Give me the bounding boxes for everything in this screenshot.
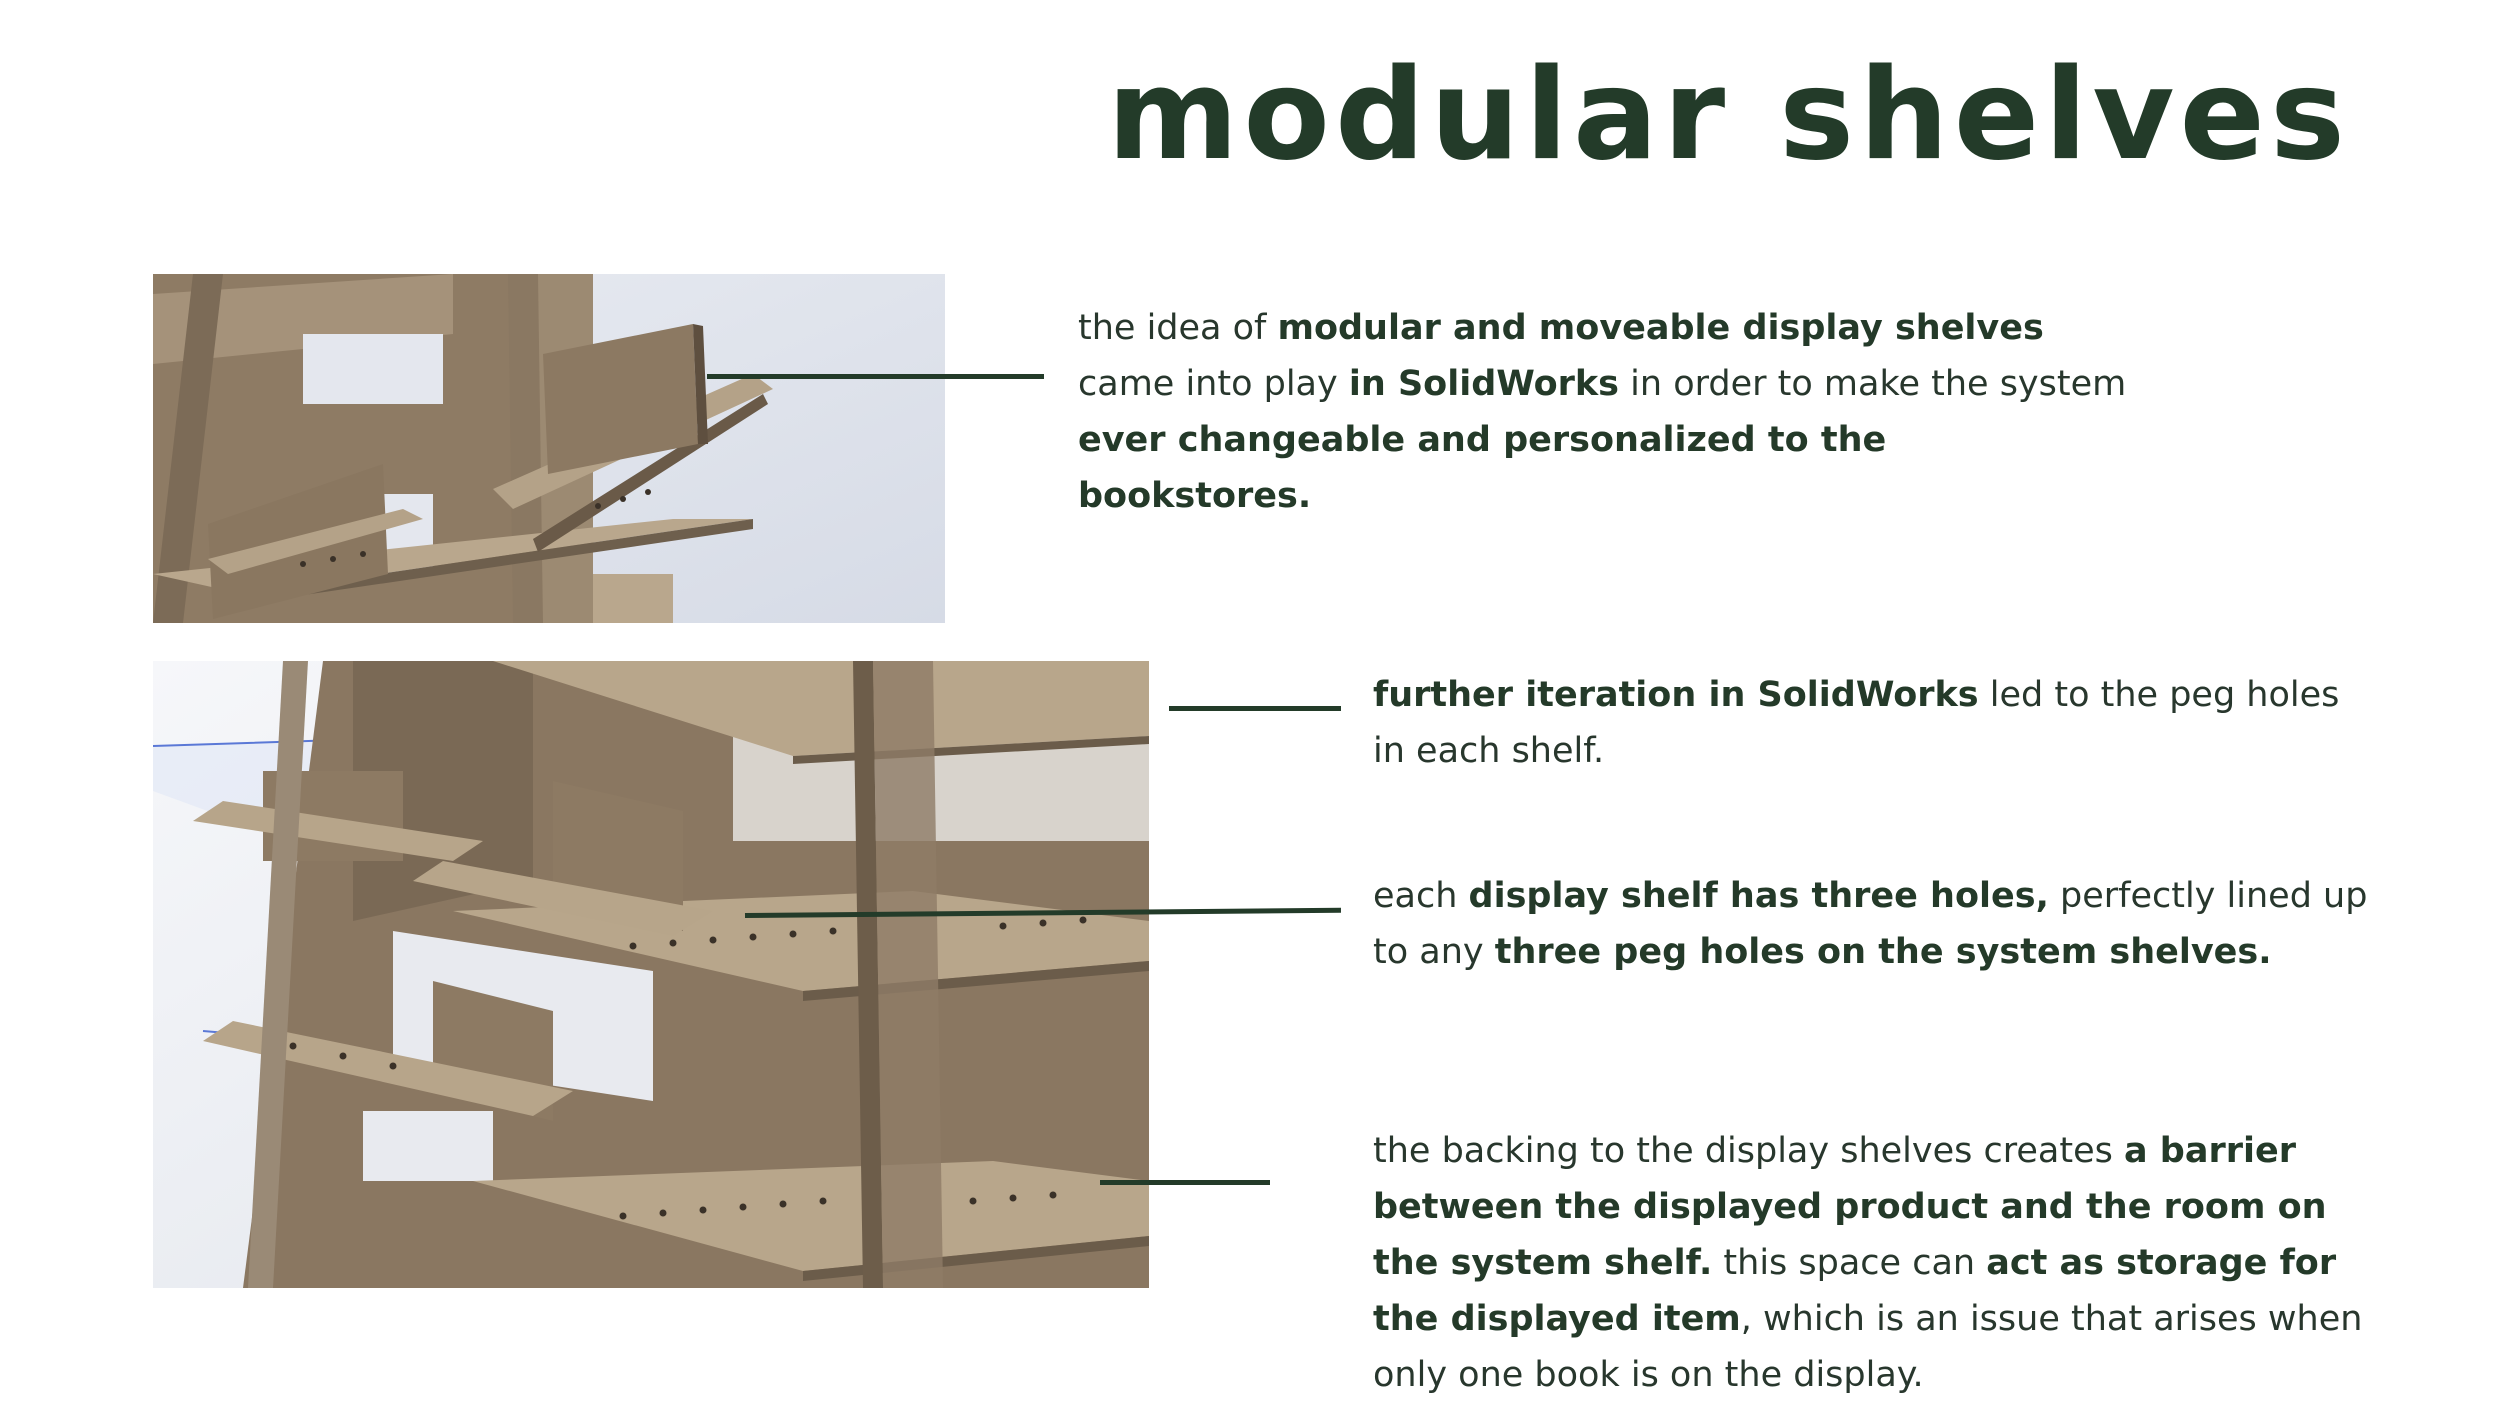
- solidworks-render-peg-holes: [153, 661, 1149, 1288]
- text-phrase: the idea of: [1078, 308, 1278, 348]
- text-phrase: in order to make the system: [1619, 364, 2127, 404]
- bold-phrase: ever changeable and personalized to the …: [1078, 420, 1887, 516]
- bold-phrase: three peg holes on the system shelves.: [1494, 932, 2272, 972]
- text-phrase: perfectly lined up to any: [1373, 876, 2368, 972]
- text-phrase: , which is an issue that arises when onl…: [1373, 1299, 2363, 1395]
- leader-line-2: [1169, 706, 1341, 711]
- bold-phrase: display shelf has three holes,: [1468, 876, 2049, 916]
- bold-phrase: modular and moveable display shelves: [1277, 308, 2044, 348]
- bold-phrase: further iteration in SolidWorks: [1373, 675, 1979, 715]
- text-phrase: led to the peg holes in each shelf.: [1373, 675, 2340, 771]
- paragraph-three-holes: each display shelf has three holes, perf…: [1373, 868, 2373, 980]
- paragraph-backing-barrier: the backing to the display shelves creat…: [1373, 1123, 2378, 1403]
- text-phrase: each: [1373, 876, 1469, 916]
- bold-phrase: a barrier between the displayed product …: [1373, 1131, 2327, 1283]
- bold-phrase: act as storage for the displayed item: [1373, 1243, 2337, 1339]
- paragraph-modular-idea: the idea of modular and moveable display…: [1078, 300, 2128, 524]
- page-title: modular shelves: [1107, 41, 2350, 188]
- paragraph-peg-holes: further iteration in SolidWorks led to t…: [1373, 667, 2373, 779]
- solidworks-render-single-shelf: [153, 274, 945, 623]
- leader-line-4: [1100, 1180, 1270, 1185]
- text-phrase: came into play: [1078, 364, 1349, 404]
- text-phrase: this space can: [1712, 1243, 1987, 1283]
- bold-phrase: in SolidWorks: [1348, 364, 1620, 404]
- leader-line-1: [707, 374, 1044, 379]
- text-phrase: the backing to the display shelves creat…: [1373, 1131, 2124, 1171]
